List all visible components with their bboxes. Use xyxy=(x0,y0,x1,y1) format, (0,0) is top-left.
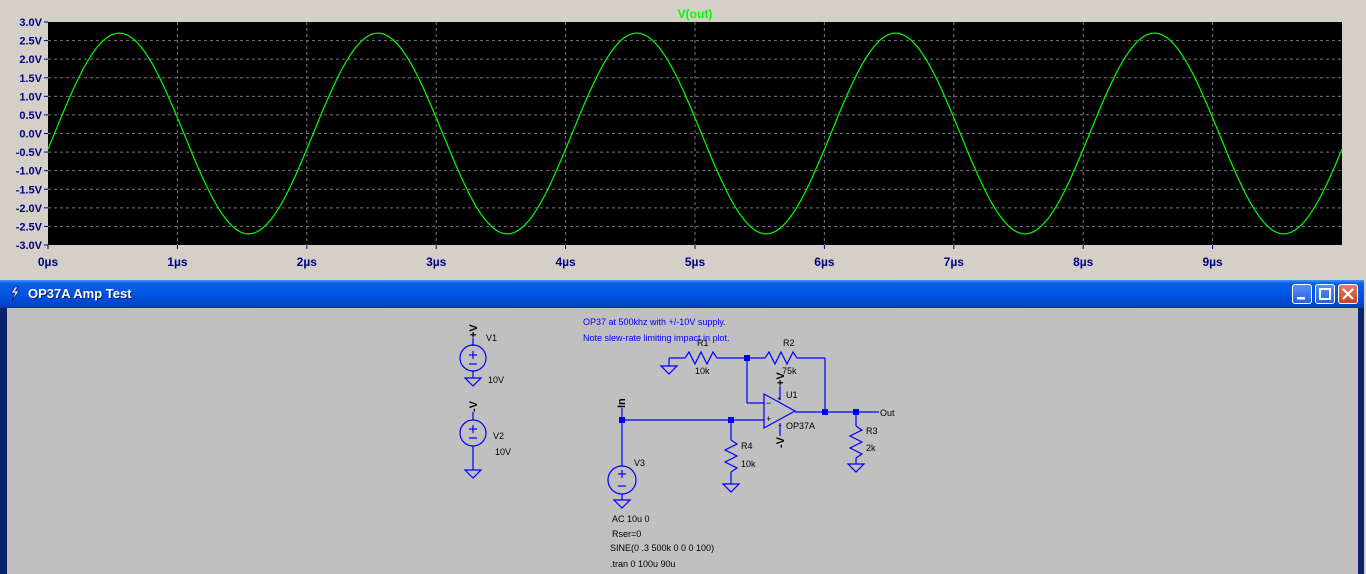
minimize-icon xyxy=(1297,297,1305,300)
v3-rser-line[interactable]: Rser=0 xyxy=(612,529,641,539)
trace-layer xyxy=(47,32,1343,235)
wire-in[interactable] xyxy=(621,408,764,421)
u1-opamp[interactable] xyxy=(763,386,797,436)
tran-directive[interactable]: .tran 0 100u 90u xyxy=(610,559,676,569)
window-title: OP37A Amp Test xyxy=(28,286,132,301)
x-tick-label: 2µs xyxy=(297,255,318,269)
r3-name[interactable]: R3 xyxy=(866,426,878,436)
y-tick-label: -3.0V xyxy=(16,240,43,252)
y-tick-label: 1.5V xyxy=(19,73,42,85)
v1-voltage-source[interactable] xyxy=(459,338,487,387)
x-tick-label: 9µs xyxy=(1202,255,1223,269)
u1-name[interactable]: U1 xyxy=(786,390,798,400)
x-tick-label: 3µs xyxy=(426,255,447,269)
comment-line-1[interactable]: OP37 at 500khz with +/-10V supply. xyxy=(583,317,726,327)
y-tick-label: -2.5V xyxy=(16,221,43,233)
svg-text:+: + xyxy=(766,414,771,424)
x-tick-label: 4µs xyxy=(555,255,576,269)
close-icon xyxy=(1342,288,1354,300)
y-tick-label: 1.0V xyxy=(19,91,42,103)
net-out-label[interactable]: Out xyxy=(880,408,895,418)
maximize-button[interactable] xyxy=(1315,284,1335,304)
u1-vplus-label[interactable]: +V xyxy=(775,372,787,386)
vout-trace[interactable] xyxy=(47,32,1343,235)
waveform-pane[interactable]: V(out) 3.0V 2.5V 2.0V 1.5V 1.0V 0.5V 0.0V -0.5V… xyxy=(0,0,1366,276)
v2-voltage-source[interactable] xyxy=(459,412,487,479)
x-tick-label: 5µs xyxy=(685,255,706,269)
v1-net-label[interactable]: +V xyxy=(468,324,480,338)
r2-value[interactable]: 75k xyxy=(782,366,797,376)
x-tick-label: 8µs xyxy=(1073,255,1094,269)
y-tick-label: -1.0V xyxy=(16,166,43,178)
r3-resistor[interactable] xyxy=(846,412,866,473)
v3-name[interactable]: V3 xyxy=(634,458,645,468)
u1-vminus-label[interactable]: -V xyxy=(775,436,787,448)
x-axis-ticks: 0µs 1µs 2µs 3µs 4µs 5µs 6µs 7µs 8µs 9µs xyxy=(38,245,1223,269)
minimize-button[interactable] xyxy=(1292,284,1312,304)
junction-dots xyxy=(619,355,859,423)
svg-text:+: + xyxy=(777,396,781,403)
r4-resistor[interactable] xyxy=(721,420,741,493)
y-tick-label: 0.5V xyxy=(19,110,42,122)
v1-name[interactable]: V1 xyxy=(486,333,497,343)
r3-value[interactable]: 2k xyxy=(866,443,876,453)
u1-model[interactable]: OP37A xyxy=(786,421,815,431)
ltspice-app-icon[interactable] xyxy=(7,286,23,302)
y-tick-label: -0.5V xyxy=(16,147,43,159)
window-titlebar[interactable]: OP37A Amp Test xyxy=(0,280,1364,308)
net-in-label[interactable]: In xyxy=(616,398,628,408)
r4-value[interactable]: 10k xyxy=(741,459,756,469)
x-tick-label: 0µs xyxy=(38,255,59,269)
x-tick-label: 1µs xyxy=(167,255,188,269)
y-tick-label: -1.5V xyxy=(16,184,43,196)
y-tick-label: 3.0V xyxy=(19,17,42,29)
r1-resistor[interactable] xyxy=(659,350,747,375)
y-tick-label: 2.5V xyxy=(19,36,42,48)
opamp-pin-signs: − + + − xyxy=(766,396,782,430)
v2-value[interactable]: 10V xyxy=(495,447,511,457)
r4-name[interactable]: R4 xyxy=(741,441,753,451)
x-tick-label: 6µs xyxy=(814,255,835,269)
v3-sine-source[interactable] xyxy=(607,420,637,509)
r1-name[interactable]: R1 xyxy=(697,338,709,348)
svg-text:−: − xyxy=(766,398,771,408)
v3-sine-line[interactable]: SINE(0 .3 500k 0 0 0 100) xyxy=(610,543,714,553)
x-tick-label: 7µs xyxy=(944,255,965,269)
svg-text:−: − xyxy=(778,423,782,430)
trace-label[interactable]: V(out) xyxy=(678,7,713,21)
v3-ac-line[interactable]: AC 10u 0 xyxy=(612,514,650,524)
v2-net-label[interactable]: -V xyxy=(468,400,480,412)
y-tick-label: 2.0V xyxy=(19,54,42,66)
schematic-drawing[interactable]: − + + − V1 10V V2 10V V3 AC 10u 0 Rser=0… xyxy=(7,308,1358,574)
wire-inverting[interactable] xyxy=(746,358,764,404)
wire-out[interactable] xyxy=(795,411,879,414)
y-axis-ticks: 3.0V 2.5V 2.0V 1.5V 1.0V 0.5V 0.0V -0.5V -1.0V -1… xyxy=(16,17,48,252)
r2-name[interactable]: R2 xyxy=(783,338,795,348)
schematic-window: OP37A Amp Test xyxy=(0,280,1364,574)
maximize-icon xyxy=(1319,288,1331,300)
v2-name[interactable]: V2 xyxy=(493,431,504,441)
v1-value[interactable]: 10V xyxy=(488,375,504,385)
plot-grid xyxy=(48,22,1342,245)
waveform-chart[interactable]: V(out) 3.0V 2.5V 2.0V 1.5V 1.0V 0.5V 0.0V -0.5V… xyxy=(0,0,1366,276)
close-button[interactable] xyxy=(1338,284,1358,304)
y-tick-label: -2.0V xyxy=(16,203,43,215)
comment-line-2[interactable]: Note slew-rate limiting impact in plot. xyxy=(583,333,730,343)
y-tick-label: 0.0V xyxy=(19,129,42,141)
r1-value[interactable]: 10k xyxy=(695,366,710,376)
schematic-canvas[interactable]: − + + − V1 10V V2 10V V3 AC 10u 0 Rser=0… xyxy=(7,308,1358,574)
